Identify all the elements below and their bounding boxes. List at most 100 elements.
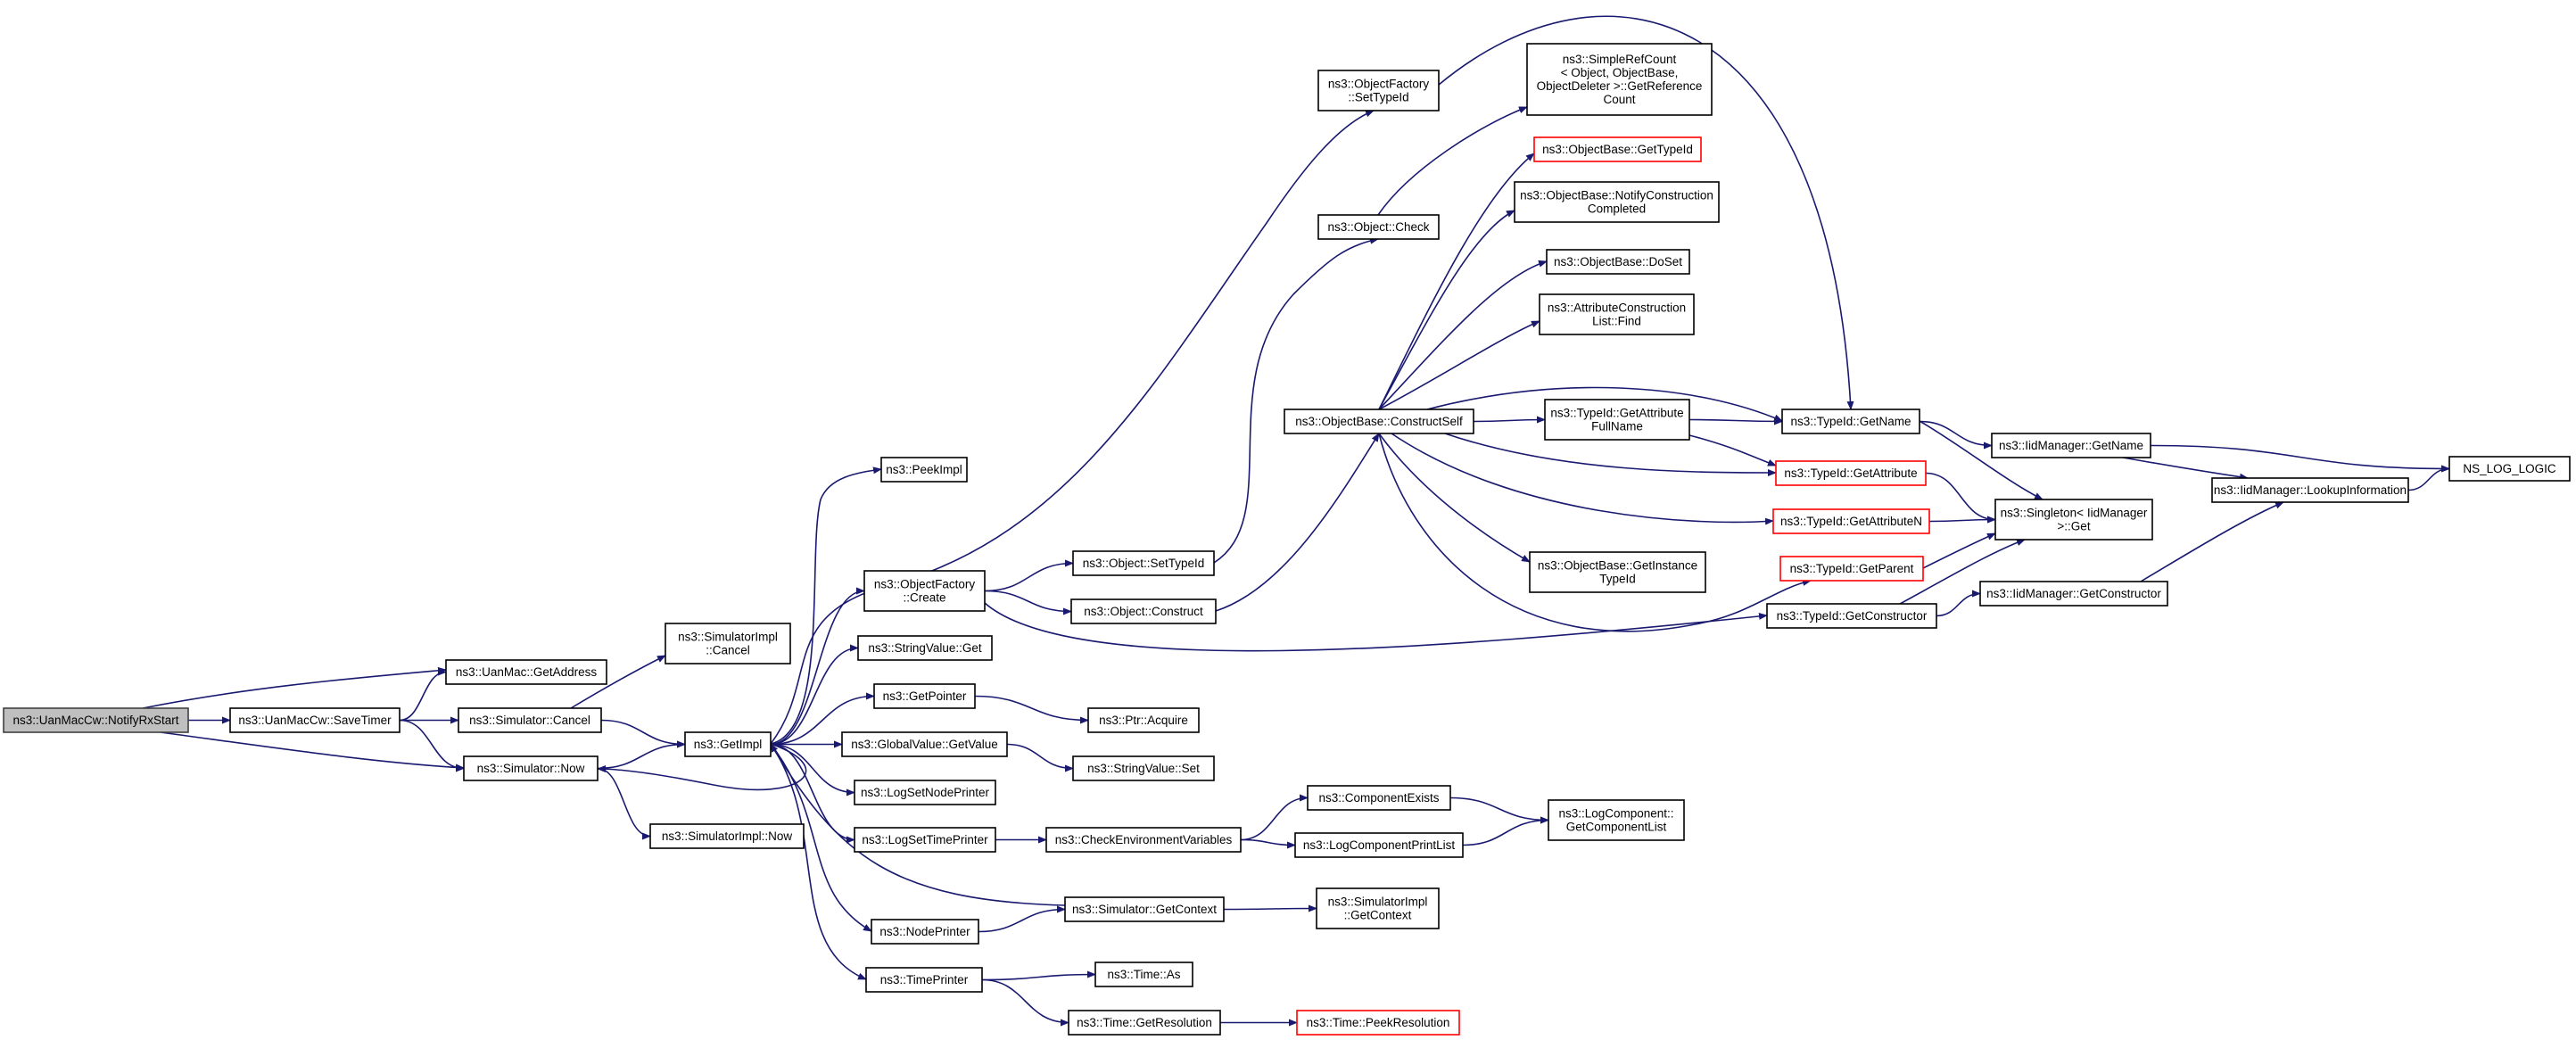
node-label: ::SetTypeId: [1348, 91, 1408, 104]
node-obDoSet[interactable]: ns3::ObjectBase::DoSet: [1546, 249, 1690, 275]
node-simGetContext[interactable]: ns3::Simulator::GetContext: [1064, 896, 1225, 922]
node-simCancel[interactable]: ns3::Simulator::Cancel: [458, 707, 602, 733]
node-timePrinter[interactable]: ns3::TimePrinter: [865, 967, 983, 993]
edge-tidGetAttributeFullName-to-tidGetAttribute: [1688, 434, 1777, 466]
edge-timePrinter-to-timeGetResolution: [981, 978, 1069, 1027]
node-simpleRefCount[interactable]: ns3::SimpleRefCount< Object, ObjectBase,…: [1526, 43, 1713, 116]
edge-constructSelf-to-tidGetAttribute: [1444, 433, 1777, 476]
node-ptrAcquire[interactable]: ns3::Ptr::Acquire: [1087, 707, 1200, 733]
edge-getImpl-to-stringValueGet: [770, 644, 859, 746]
node-simImplGetContext[interactable]: ns3::SimulatorImpl::GetContext: [1316, 887, 1440, 929]
node-stringValueGet[interactable]: ns3::StringValue::Get: [857, 635, 993, 661]
node-box: [1307, 785, 1451, 811]
node-iidLookup[interactable]: ns3::IidManager::LookupInformation: [2211, 477, 2409, 503]
node-getAddress[interactable]: ns3::UanMac::GetAddress: [445, 659, 607, 685]
node-iidGetName[interactable]: ns3::IidManager::GetName: [1991, 433, 2151, 458]
node-simImplNow[interactable]: ns3::SimulatorImpl::Now: [649, 823, 805, 849]
edge-logComponentPrintList-to-logComponentGetList: [1462, 816, 1549, 846]
node-singletonGet[interactable]: ns3::Singleton< IidManager>::Get: [1994, 499, 2153, 541]
node-box: [1296, 1010, 1460, 1036]
node-box: [1533, 136, 1702, 162]
node-box: [854, 780, 996, 805]
node-label: ObjectDeleter >::GetReference: [1537, 79, 1703, 93]
node-timeAs[interactable]: ns3::Time::As: [1094, 962, 1193, 987]
node-label: ns3::Simulator::GetContext: [1072, 903, 1217, 916]
node-box: [1072, 755, 1215, 781]
node-tidGetConstructor[interactable]: ns3::TypeId::GetConstructor: [1766, 603, 1937, 629]
node-box: [1979, 581, 2168, 607]
node-checkEnv[interactable]: ns3::CheckEnvironmentVariables: [1045, 827, 1242, 853]
node-logSetNodePrinter[interactable]: ns3::LogSetNodePrinter: [854, 780, 996, 805]
node-objectCheck[interactable]: ns3::Object::Check: [1317, 214, 1440, 240]
edge-constructSelf-to-obGetTypeId: [1378, 153, 1535, 410]
node-label: ns3::Object::SetTypeId: [1083, 557, 1205, 570]
edge-tidGetConstructor-to-iidGetConstructor: [1936, 590, 1981, 617]
node-peekImpl[interactable]: ns3::PeekImpl: [880, 457, 968, 483]
node-tidGetAttributeN[interactable]: ns3::TypeId::GetAttributeN: [1772, 508, 1930, 534]
node-obNotifyConstruction[interactable]: ns3::ObjectBase::NotifyConstructionCompl…: [1514, 181, 1720, 223]
node-tidGetParent[interactable]: ns3::TypeId::GetParent: [1779, 556, 1924, 582]
node-simNow[interactable]: ns3::Simulator::Now: [463, 755, 599, 781]
node-objectConstruct[interactable]: ns3::Object::Construct: [1070, 598, 1217, 624]
node-tidGetName[interactable]: ns3::TypeId::GetName: [1781, 409, 1920, 434]
node-globalValueGetValue[interactable]: ns3::GlobalValue::GetValue: [841, 731, 1008, 757]
edge-getImpl-to-ofSetTypeId: [770, 110, 1375, 745]
node-box: [1072, 550, 1215, 576]
node-logComponentPrintList[interactable]: ns3::LogComponentPrintList: [1294, 832, 1464, 858]
edge-constructSelf-to-tidGetName: [1426, 386, 1783, 422]
node-label: ns3::TypeId::GetAttribute: [1784, 466, 1917, 480]
edge-iidGetName-to-nsLogLogic: [2150, 444, 2450, 473]
node-label: ns3::PeekImpl: [886, 463, 962, 476]
node-label: ns3::SimulatorImpl::Now: [662, 830, 793, 843]
node-box: [1045, 827, 1242, 853]
node-saveTimer[interactable]: ns3::UanMacCw::SaveTimer: [229, 707, 400, 733]
node-logSetTimePrinter[interactable]: ns3::LogSetTimePrinter: [854, 827, 996, 853]
edge-simGetContext-to-simImplGetContext: [1223, 904, 1317, 912]
edge-getImpl-to-simNow: [597, 743, 807, 791]
edge-simCancel-to-getImpl: [600, 719, 686, 748]
edge-tidGetName-to-singletonGet: [1919, 420, 2043, 500]
node-getImpl[interactable]: ns3::GetImpl: [684, 731, 772, 757]
node-label: ns3::TypeId::GetParent: [1790, 562, 1914, 575]
node-ofCreate[interactable]: ns3::ObjectFactory::Create: [863, 570, 986, 612]
edge-constructSelf-to-obGetInstanceTypeId: [1378, 433, 1531, 563]
edge-constructSelf-to-obNotifyConstruction: [1378, 210, 1515, 410]
node-tidGetAttribute[interactable]: ns3::TypeId::GetAttribute: [1775, 460, 1927, 486]
node-getPointer[interactable]: ns3::GetPointer: [873, 683, 976, 709]
node-label: ::Create: [903, 591, 945, 605]
node-timeGetResolution[interactable]: ns3::Time::GetResolution: [1068, 1010, 1221, 1036]
edge-simCancel-to-simImplCancel: [570, 655, 666, 709]
node-label: ns3::LogComponent::: [1558, 807, 1673, 821]
node-label: ns3::SimpleRefCount: [1563, 53, 1677, 66]
node-notifyRxStart[interactable]: ns3::UanMacCw::NotifyRxStart: [3, 707, 189, 733]
node-label: ns3::Time::PeekResolution: [1307, 1016, 1450, 1029]
node-box: [1526, 43, 1713, 116]
node-componentExists[interactable]: ns3::ComponentExists: [1307, 785, 1451, 811]
node-simImplCancel[interactable]: ns3::SimulatorImpl::Cancel: [665, 623, 791, 664]
node-ofSetTypeId[interactable]: ns3::ObjectFactory::SetTypeId: [1317, 70, 1440, 111]
node-label: TypeId: [1599, 573, 1636, 586]
node-box: [1064, 896, 1225, 922]
node-obGetTypeId[interactable]: ns3::ObjectBase::GetTypeId: [1533, 136, 1702, 162]
node-box: [649, 823, 805, 849]
edge-ofSetTypeId-to-tidGetName: [1438, 15, 1854, 410]
node-iidGetConstructor[interactable]: ns3::IidManager::GetConstructor: [1979, 581, 2168, 607]
node-label: ns3::StringValue::Get: [868, 641, 982, 655]
node-nodePrinter[interactable]: ns3::NodePrinter: [871, 919, 979, 945]
node-timePeekResolution[interactable]: ns3::Time::PeekResolution: [1296, 1010, 1460, 1036]
edge-notifyRxStart-to-simNow: [160, 731, 465, 772]
node-label: ns3::Singleton< IidManager: [2001, 507, 2148, 520]
node-objectSetTypeId[interactable]: ns3::Object::SetTypeId: [1072, 550, 1215, 576]
edge-tidGetAttributeN-to-singletonGet: [1928, 516, 1996, 524]
node-label: ns3::ObjectFactory: [874, 578, 976, 591]
node-label: ns3::Time::As: [1107, 968, 1180, 981]
node-constructSelf[interactable]: ns3::ObjectBase::ConstructSelf: [1284, 409, 1474, 434]
node-box: [873, 683, 976, 709]
node-nsLogLogic[interactable]: NS_LOG_LOGIC: [2448, 456, 2571, 482]
node-logComponentGetList[interactable]: ns3::LogComponent::GetComponentList: [1548, 799, 1685, 841]
node-stringValueSet[interactable]: ns3::StringValue::Set: [1072, 755, 1215, 781]
